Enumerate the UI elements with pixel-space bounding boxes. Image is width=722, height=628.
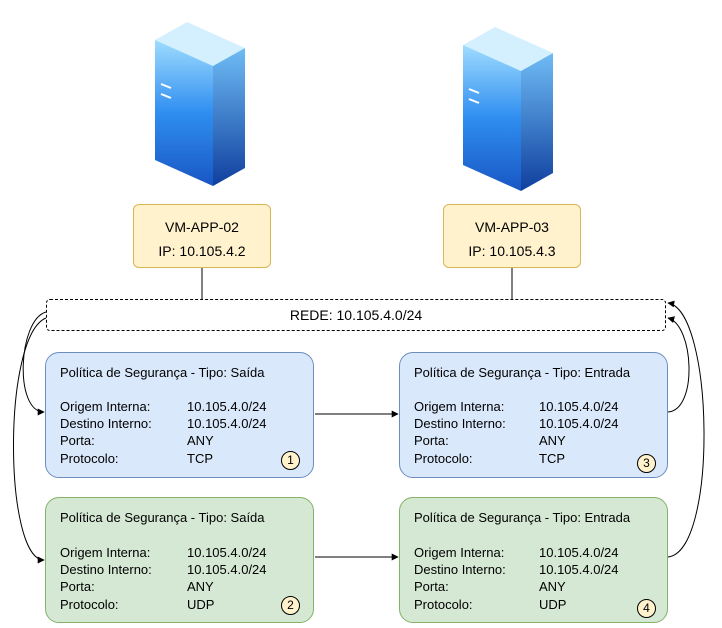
protocol-value: UDP: [539, 597, 567, 612]
protocol-value: UDP: [187, 597, 215, 612]
policy-title: Política de Segurança - Tipo: Entrada: [414, 365, 631, 380]
protocol-label: Protocolo:: [60, 597, 119, 612]
policy-title: Política de Segurança - Tipo: Saída: [60, 510, 265, 525]
port-value: ANY: [187, 433, 214, 448]
port-label: Porta:: [60, 579, 95, 594]
origin-label: Origem Interna:: [60, 399, 151, 414]
arrow-policy3-to-network: [667, 316, 690, 413]
policy-title: Política de Segurança - Tipo: Entrada: [414, 510, 631, 525]
protocol-label: Protocolo:: [414, 597, 473, 612]
arrow-policy4-to-network: [667, 300, 705, 558]
network-label: REDE: 10.105.4.0/24: [289, 307, 423, 323]
origin-label: Origem Interna:: [60, 545, 151, 560]
origin-value: 10.105.4.0/24: [539, 545, 619, 560]
destination-value: 10.105.4.0/24: [187, 562, 267, 577]
server-icon: [463, 27, 553, 191]
arrow-network-to-policy1: [22, 311, 47, 416]
vm-box-vm-app-02: VM-APP-02 IP: 10.105.4.2: [133, 204, 271, 268]
vm-name: VM-APP-02: [165, 219, 239, 235]
protocol-value: TCP: [187, 451, 213, 466]
policy-number-badge: 4: [637, 599, 656, 618]
policy-box-3: Política de Segurança - Tipo: Entrada Or…: [399, 352, 668, 478]
vm-box-vm-app-03: VM-APP-03 IP: 10.105.4.3: [443, 204, 581, 268]
origin-label: Origem Interna:: [414, 545, 505, 560]
destination-value: 10.105.4.0/24: [187, 416, 267, 431]
port-label: Porta:: [414, 579, 449, 594]
arrow-network-to-policy2: [13, 317, 47, 564]
vm-ip: IP: 10.105.4.2: [158, 243, 246, 259]
policy-number-badge: 1: [281, 451, 300, 470]
server-icon: [155, 22, 245, 186]
port-value: ANY: [539, 579, 566, 594]
policy-number-badge: 2: [281, 596, 300, 615]
policy-box-1: Política de Segurança - Tipo: Saída Orig…: [45, 352, 314, 478]
origin-value: 10.105.4.0/24: [187, 545, 267, 560]
destination-label: Destino Interno:: [414, 416, 506, 431]
port-value: ANY: [539, 433, 566, 448]
protocol-label: Protocolo:: [414, 451, 473, 466]
policy-number-badge: 3: [637, 454, 656, 473]
protocol-label: Protocolo:: [60, 451, 119, 466]
policy-box-2: Política de Segurança - Tipo: Saída Orig…: [45, 497, 314, 623]
destination-value: 10.105.4.0/24: [539, 416, 619, 431]
origin-label: Origem Interna:: [414, 399, 505, 414]
port-label: Porta:: [60, 433, 95, 448]
origin-value: 10.105.4.0/24: [539, 399, 619, 414]
port-label: Porta:: [414, 433, 449, 448]
protocol-value: TCP: [539, 451, 565, 466]
policy-title: Política de Segurança - Tipo: Saída: [60, 365, 265, 380]
destination-label: Destino Interno:: [414, 562, 506, 577]
port-value: ANY: [187, 579, 214, 594]
origin-value: 10.105.4.0/24: [187, 399, 267, 414]
network-box: REDE: 10.105.4.0/24: [46, 299, 666, 331]
vm-name: VM-APP-03: [475, 219, 549, 235]
policy-box-4: Política de Segurança - Tipo: Entrada Or…: [399, 497, 668, 623]
vm-ip: IP: 10.105.4.3: [468, 243, 556, 259]
destination-value: 10.105.4.0/24: [539, 562, 619, 577]
destination-label: Destino Interno:: [60, 416, 152, 431]
destination-label: Destino Interno:: [60, 562, 152, 577]
